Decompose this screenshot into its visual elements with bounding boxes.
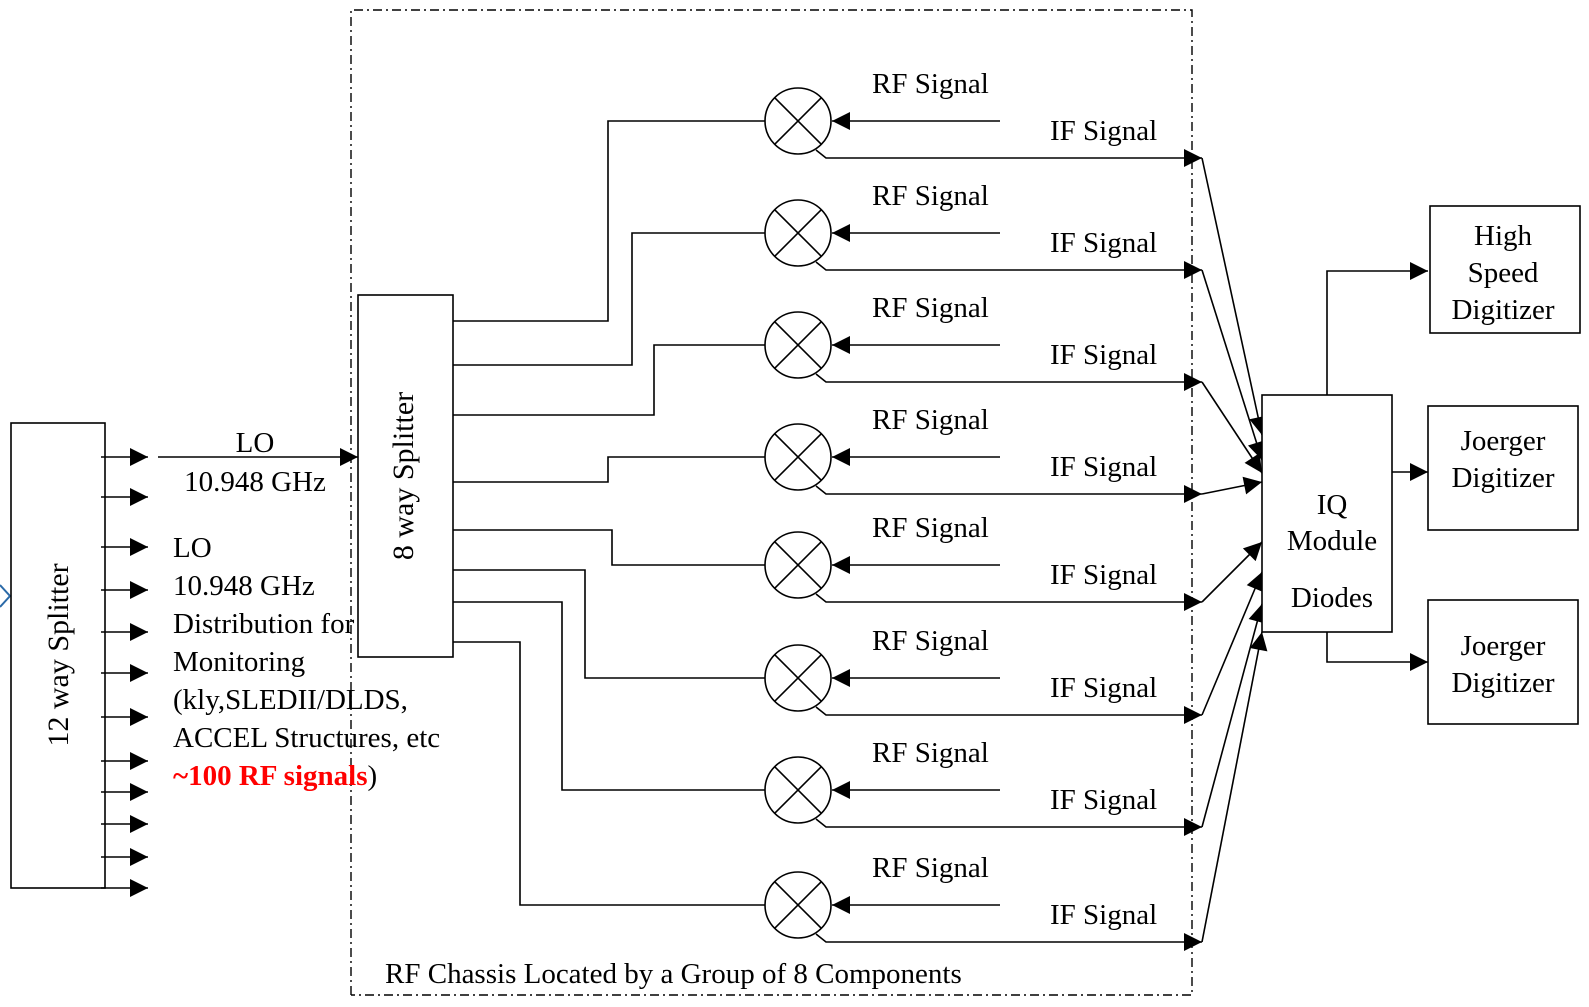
rf-signal-label-7: RF Signal xyxy=(872,737,989,769)
iq-module-line-1: IQ xyxy=(1317,489,1348,521)
mixer-circle-x-icon xyxy=(764,871,832,939)
lo-route-6 xyxy=(453,569,765,679)
if-output-arrow-6 xyxy=(815,706,1202,724)
iq-module: IQ Module Diodes xyxy=(1261,394,1393,633)
if-to-iq-arrow-1 xyxy=(1201,157,1267,436)
note-line-4: Monitoring xyxy=(173,646,305,678)
hs-digitizer-line-1: High xyxy=(1474,220,1533,252)
mixer-circle-x-icon xyxy=(764,644,832,712)
lo-route-7 xyxy=(453,601,765,791)
if-signal-label-5: IF Signal xyxy=(1050,559,1157,591)
mixer-circle-x-icon xyxy=(764,756,832,824)
if-to-iq-arrow-8 xyxy=(1201,631,1268,943)
rf-signal-count: ~100 RF signals xyxy=(173,760,367,792)
if-output-arrow-7 xyxy=(815,818,1202,836)
note-line-3: Distribution for xyxy=(173,608,355,640)
mixer-circle-x-icon xyxy=(764,87,832,155)
rf-signal-label-1: RF Signal xyxy=(872,68,989,100)
mixer-channel-3: RF Signal IF Signal xyxy=(453,292,1263,474)
note-line-5: (kly,SLEDII/DLDS, xyxy=(173,684,408,716)
to-joerger-2-arrow xyxy=(1326,632,1428,671)
lo-label: LO xyxy=(236,427,275,459)
chassis-caption: RF Chassis Located by a Group of 8 Compo… xyxy=(385,958,962,990)
if-signal-label-6: IF Signal xyxy=(1050,672,1157,704)
mixer-channel-5: RF Signal IF Signal xyxy=(453,512,1263,611)
mixer-channel-2: RF Signal IF Signal xyxy=(453,180,1266,461)
lo-route-5 xyxy=(453,529,765,566)
if-output-arrow-5 xyxy=(815,593,1202,611)
lo-route-2 xyxy=(453,232,765,366)
joerger-1-line-2: Digitizer xyxy=(1451,462,1554,494)
if-output-arrow-3 xyxy=(815,373,1202,391)
lo-route-4 xyxy=(453,456,765,483)
digitizer-joerger-2: Joerger Digitizer xyxy=(1427,599,1579,725)
note-line-7: ~100 RF signals) xyxy=(173,760,377,792)
note-line-6: ACCEL Structures, etc xyxy=(173,722,440,754)
lo-link: LO 10.948 GHz xyxy=(158,427,358,498)
hs-digitizer-line-2: Speed xyxy=(1468,257,1539,289)
digitizer-joerger-1: Joerger Digitizer xyxy=(1427,405,1579,531)
if-output-arrow-8 xyxy=(815,933,1202,951)
rf-signal-label-3: RF Signal xyxy=(872,292,989,324)
digitizer-high-speed: High Speed Digitizer xyxy=(1429,205,1581,334)
splitter-12-outputs xyxy=(101,448,148,897)
lo-frequency: 10.948 GHz xyxy=(184,466,326,498)
if-signal-label-3: IF Signal xyxy=(1050,339,1157,371)
iq-module-line-3: Diodes xyxy=(1291,582,1373,614)
if-output-arrow-2 xyxy=(815,261,1202,279)
lo-distribution-note: LO 10.948 GHz Distribution for Monitorin… xyxy=(173,532,440,792)
incoming-arrow-fragment xyxy=(0,584,12,608)
hs-digitizer-line-3: Digitizer xyxy=(1451,294,1554,326)
mixer-channel-6: RF Signal IF Signal xyxy=(453,569,1264,724)
splitter-8-label: 8 way Splitter xyxy=(387,392,420,560)
iq-module-line-2: Module xyxy=(1287,525,1377,557)
lo-route-3 xyxy=(453,344,765,416)
rf-signal-label-8: RF Signal xyxy=(872,852,989,884)
splitter-8-way: 8 way Splitter xyxy=(357,294,454,658)
lo-route-1 xyxy=(453,120,765,322)
rf-signal-label-2: RF Signal xyxy=(872,180,989,212)
if-output-arrow-4 xyxy=(815,485,1202,503)
rf-signal-label-6: RF Signal xyxy=(872,625,989,657)
iq-to-digitizers xyxy=(1326,262,1428,671)
mixer-channel-7: RF Signal IF Signal xyxy=(453,601,1267,836)
joerger-1-line-1: Joerger xyxy=(1461,425,1546,457)
if-to-iq-arrow-4 xyxy=(1201,476,1263,495)
joerger-2-line-1: Joerger xyxy=(1461,630,1546,662)
joerger-2-line-2: Digitizer xyxy=(1451,667,1554,699)
mixer-circle-x-icon xyxy=(764,311,832,379)
splitter-12-label: 12 way Splitter xyxy=(42,563,75,746)
mixer-channel-4: RF Signal IF Signal xyxy=(453,404,1263,503)
if-to-iq-arrow-7 xyxy=(1201,603,1267,828)
note-line-2: 10.948 GHz xyxy=(173,570,315,602)
mixer-channel-1: RF Signal IF Signal xyxy=(453,68,1267,436)
to-high-speed-arrow xyxy=(1326,262,1428,395)
if-to-iq-arrow-3 xyxy=(1201,381,1263,474)
rf-signal-label-4: RF Signal xyxy=(872,404,989,436)
if-signal-label-8: IF Signal xyxy=(1050,899,1157,931)
mixer-circle-x-icon xyxy=(764,531,832,599)
rf-chassis-boundary xyxy=(350,9,1193,996)
if-signal-label-2: IF Signal xyxy=(1050,227,1157,259)
lo-route-8 xyxy=(453,641,765,906)
if-to-iq-arrow-6 xyxy=(1201,571,1264,716)
if-signal-label-4: IF Signal xyxy=(1050,451,1157,483)
rf-signal-label-5: RF Signal xyxy=(872,512,989,544)
mixer-channel-8: RF Signal IF Signal xyxy=(453,631,1268,951)
mixer-circle-x-icon xyxy=(764,423,832,491)
if-to-iq-arrow-5 xyxy=(1201,541,1263,603)
if-signal-label-7: IF Signal xyxy=(1050,784,1157,816)
if-signal-label-1: IF Signal xyxy=(1050,115,1157,147)
if-to-iq-arrow-2 xyxy=(1201,269,1266,461)
splitter-12-way: 12 way Splitter xyxy=(10,422,106,889)
note-close-paren: ) xyxy=(367,760,377,792)
note-line-1: LO xyxy=(173,532,212,564)
if-output-arrow-1 xyxy=(815,149,1202,167)
mixer-circle-x-icon xyxy=(764,199,832,267)
